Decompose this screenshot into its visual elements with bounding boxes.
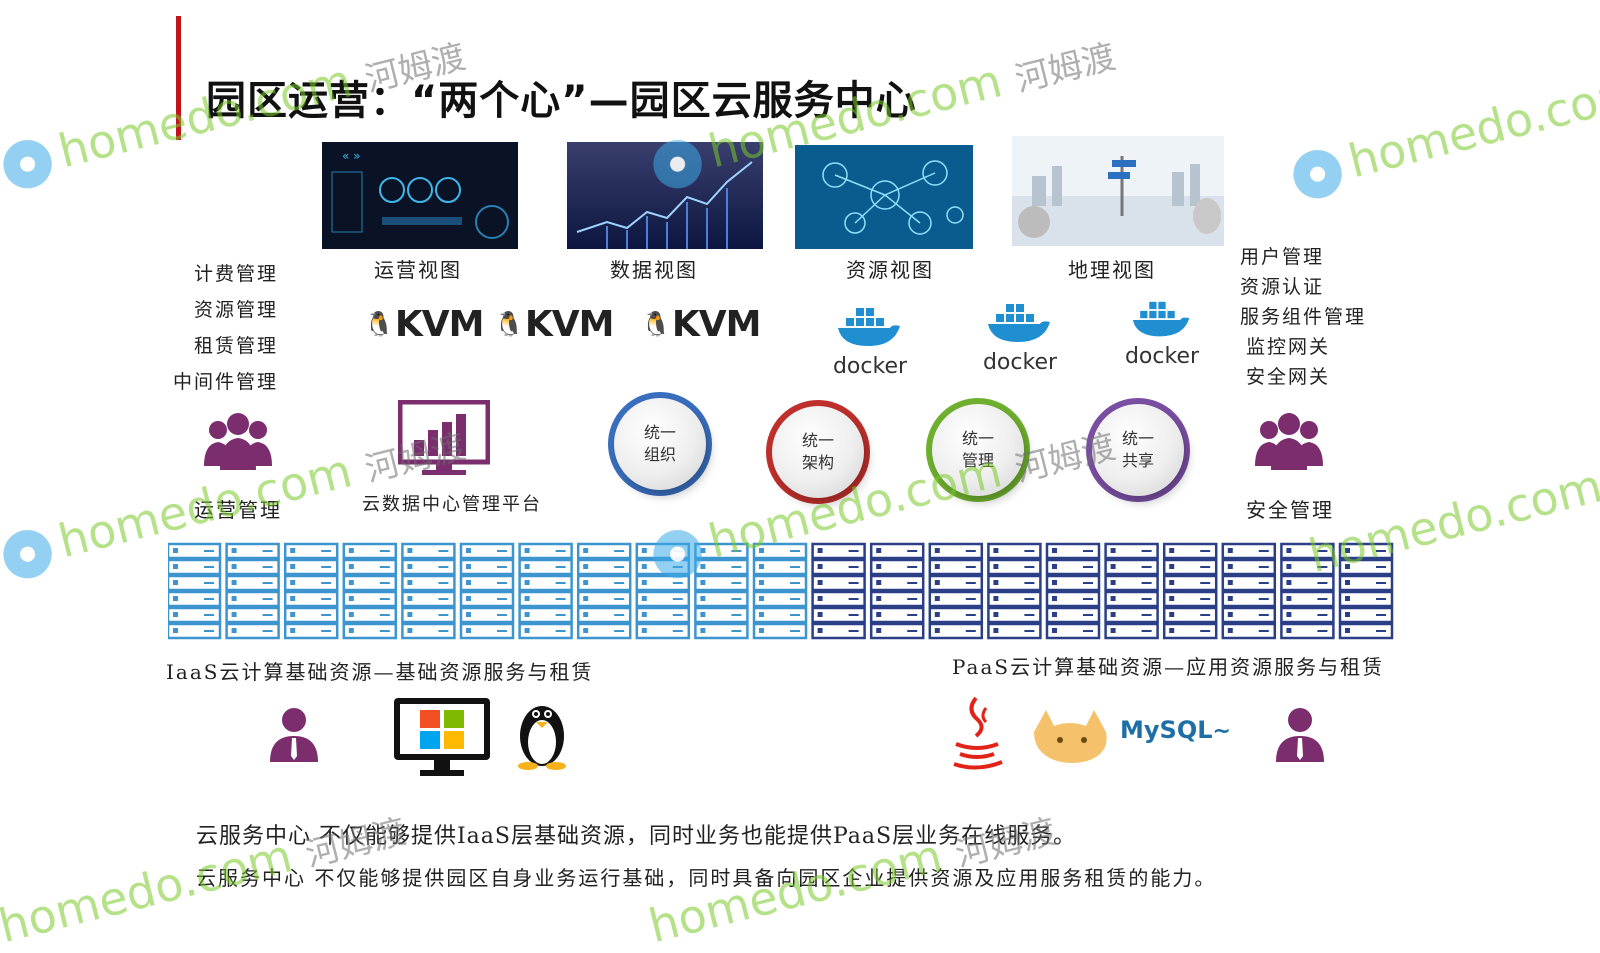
- kvm-logo: 🐧KVM: [364, 304, 484, 345]
- dashboard-monitor-icon: [397, 399, 491, 480]
- watermark-flower-icon: [1283, 139, 1352, 208]
- list-item: 租赁管理: [193, 335, 278, 357]
- user-icon: [266, 706, 322, 766]
- server-rack-icon: [166, 542, 222, 640]
- list-item: 监控网关: [1246, 336, 1331, 358]
- server-rack-icon: [576, 542, 632, 640]
- resource-view-label: 资源视图: [846, 258, 934, 282]
- svg-text:« »: « »: [342, 149, 361, 163]
- list-item: 用户管理: [1240, 246, 1325, 268]
- management-list-right: 用户管理 资源认证 服务组件管理 监控网关 安全网关: [1240, 242, 1366, 392]
- docker-logo: docker: [1122, 300, 1202, 369]
- kvm-logo: 🐧KVM: [494, 304, 614, 345]
- server-rack-icon: [1104, 542, 1159, 640]
- footer-line-1: 云服务中心 不仅能够提供IaaS层基础资源，同时业务也能提供PaaS层业务在线服…: [196, 824, 1077, 849]
- circle-unified-sharing: 统一 共享: [1092, 404, 1184, 496]
- watermark: homedo.com: [1303, 458, 1600, 584]
- server-rack-icon: [225, 542, 280, 640]
- user-icon: [1272, 706, 1328, 766]
- operations-management-label: 运营管理: [194, 498, 282, 522]
- java-icon: [946, 694, 1008, 776]
- user-group-icon: [200, 410, 276, 476]
- list-item: 资源认证: [1240, 276, 1325, 298]
- title-accent-bar: [176, 16, 181, 140]
- server-rack-icon: [928, 542, 984, 640]
- security-group-icon: [1246, 410, 1332, 476]
- list-item: 计费管理: [193, 263, 278, 285]
- docker-logo: docker: [830, 306, 910, 379]
- geography-view-label: 地理视图: [1068, 258, 1156, 282]
- list-item: 资源管理: [193, 299, 278, 321]
- server-rack-icon: [1045, 542, 1101, 640]
- data-view-label: 数据视图: [610, 258, 698, 282]
- windows-monitor-icon: [392, 696, 492, 784]
- operations-view-label: 运营视图: [374, 258, 462, 282]
- dolphin-icon: ~: [1212, 719, 1231, 744]
- server-rack-grid: [166, 542, 1394, 640]
- docker-whale-icon: [1132, 301, 1190, 337]
- security-management-label: 安全管理: [1246, 498, 1334, 522]
- watermark-flower-icon: [0, 519, 62, 588]
- server-rack-icon: [1221, 542, 1277, 640]
- circle-unified-organization: 统一 组织: [614, 398, 706, 490]
- operations-view-image: « »: [322, 142, 518, 249]
- linux-penguin-icon: [514, 692, 570, 774]
- watermark-flower-icon: [0, 129, 62, 198]
- ring-unified-management: [926, 398, 1030, 502]
- server-rack-icon: [1338, 542, 1394, 640]
- list-item: 服务组件管理: [1240, 306, 1367, 328]
- server-rack-icon: [283, 542, 339, 640]
- data-view-image: [567, 142, 763, 249]
- server-rack-icon: [752, 542, 808, 640]
- docker-whale-icon: [838, 308, 900, 346]
- penguin-icon: 🐧: [641, 310, 671, 338]
- circle-unified-management: 统一 管理: [932, 404, 1024, 496]
- resource-view-image: [795, 145, 973, 249]
- server-rack-icon: [459, 542, 515, 640]
- list-item: 中间件管理: [172, 371, 278, 393]
- iaas-label: IaaS云计算基础资源—基础资源服务与租赁: [166, 660, 594, 684]
- ring-unified-sharing: [1086, 398, 1190, 502]
- kvm-logo: 🐧KVM: [641, 304, 761, 345]
- server-rack-icon: [1280, 542, 1335, 640]
- server-rack-icon: [987, 542, 1042, 640]
- server-rack-icon: [1162, 542, 1218, 640]
- mysql-logo: MySQL~: [1120, 716, 1231, 744]
- page-title: 园区运营：“两个心”—园区云服务中心: [206, 78, 917, 124]
- ring-unified-architecture: [766, 400, 870, 504]
- management-list-left: 计费管理 资源管理 租赁管理 中间件管理: [166, 256, 278, 400]
- server-rack-icon: [811, 542, 866, 640]
- docker-whale-icon: [988, 304, 1050, 342]
- footer-line-2: 云服务中心 不仅能够提供园区自身业务运行基础，同时具备向园区企业提供资源及应用服…: [196, 866, 1217, 890]
- circle-unified-architecture: 统一 架构: [772, 406, 864, 498]
- list-item: 安全网关: [1246, 366, 1331, 388]
- docker-logo: docker: [980, 302, 1060, 375]
- server-rack-icon: [342, 542, 398, 640]
- geography-view-image: [1012, 136, 1224, 246]
- penguin-icon: 🐧: [494, 310, 524, 338]
- server-rack-icon: [401, 542, 456, 640]
- ring-unified-organization: [608, 392, 712, 496]
- watermark: homedo.com: [1283, 63, 1600, 208]
- paas-label: PaaS云计算基础资源—应用资源服务与租赁: [952, 655, 1385, 679]
- server-rack-icon: [869, 542, 925, 640]
- server-racks: [166, 540, 1400, 650]
- penguin-icon: 🐧: [364, 310, 394, 338]
- cloud-dc-platform-label: 云数据中心管理平台: [362, 494, 542, 515]
- tomcat-icon: [1030, 702, 1114, 770]
- server-rack-icon: [518, 542, 573, 640]
